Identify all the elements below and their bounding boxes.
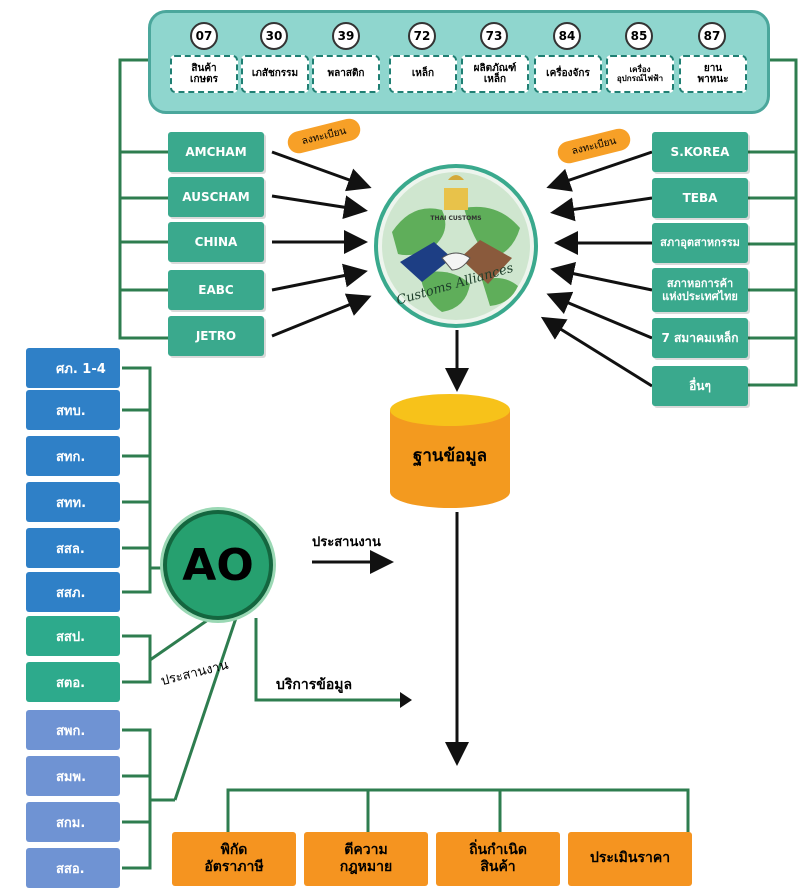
- customs-alliances-logo: THAI CUSTOMS Customs Alliances: [372, 162, 540, 330]
- partner-skorea[interactable]: S.KOREA: [652, 132, 748, 172]
- partner-steel-assoc[interactable]: 7 สมาคมเหล็ก: [652, 318, 748, 358]
- svg-text:THAI CUSTOMS: THAI CUSTOMS: [430, 215, 481, 222]
- data-service-arrowhead: [400, 692, 412, 708]
- arrow-skorea: [546, 150, 653, 192]
- arrow-others: [540, 316, 653, 388]
- globe-icon: THAI CUSTOMS Customs Alliances: [374, 164, 538, 328]
- category-chip[interactable]: เครื่อง อุปกรณ์ไฟฟ้า: [606, 55, 674, 93]
- partner-auscham[interactable]: AUSCHAM: [168, 177, 264, 217]
- office-box[interactable]: สสล.: [26, 528, 120, 568]
- office-box[interactable]: สสป.: [26, 616, 120, 656]
- category-code: 07: [190, 22, 218, 50]
- office-box[interactable]: สกม.: [26, 802, 120, 842]
- category-chip[interactable]: เภสัชกรรม: [241, 55, 309, 93]
- office-box[interactable]: สทบ.: [26, 390, 120, 430]
- partner-others[interactable]: อื่นๆ: [652, 366, 748, 406]
- category-chip[interactable]: สินค้า เกษตร: [170, 55, 238, 93]
- category-chip[interactable]: เหล็ก: [389, 55, 457, 93]
- arrow-jetro: [271, 293, 372, 338]
- category-code: 84: [553, 22, 581, 50]
- partner-jetro[interactable]: JETRO: [168, 316, 264, 356]
- category-code: 72: [408, 22, 436, 50]
- arrow-eabc: [271, 263, 368, 292]
- partner-teba[interactable]: TEBA: [652, 178, 748, 218]
- partner-china[interactable]: CHINA: [168, 222, 264, 262]
- coordinate-label: ประสานงาน: [312, 535, 381, 550]
- data-service-label: บริการข้อมูล: [276, 677, 353, 693]
- office-box[interactable]: สมพ.: [26, 756, 120, 796]
- office-box[interactable]: สสอ.: [26, 848, 120, 888]
- category-code: 73: [480, 22, 508, 50]
- partner-tcc[interactable]: สภาหอการค้า แห่งประเทศไทย: [652, 268, 748, 312]
- output-origin[interactable]: ถิ่นกำเนิด สินค้า: [436, 832, 560, 886]
- office-box[interactable]: สพก.: [26, 710, 120, 750]
- database-icon: [390, 394, 510, 508]
- arrow-auscham: [271, 194, 368, 220]
- partner-arrows: [271, 150, 653, 766]
- category-code: 85: [625, 22, 653, 50]
- arrow-teba: [550, 196, 653, 222]
- output-tariff[interactable]: พิกัด อัตราภาษี: [172, 832, 296, 886]
- category-chip[interactable]: ผลิตภัณฑ์ เหล็ก: [461, 55, 529, 93]
- category-code: 39: [332, 22, 360, 50]
- office-box[interactable]: สทท.: [26, 482, 120, 522]
- database-cylinder[interactable]: ฐานข้อมูล: [388, 392, 512, 510]
- partner-amcham[interactable]: AMCHAM: [168, 132, 264, 172]
- office-box[interactable]: สตอ.: [26, 662, 120, 702]
- ao-node[interactable]: AO: [163, 510, 273, 620]
- category-code: 30: [260, 22, 288, 50]
- office-box[interactable]: ศภ. 1-4: [26, 348, 120, 388]
- category-chip[interactable]: พลาสติก: [312, 55, 380, 93]
- category-code: 87: [698, 22, 726, 50]
- partner-fti[interactable]: สภาอุตสาหกรรม: [652, 223, 748, 263]
- category-chip[interactable]: ยาน พาหนะ: [679, 55, 747, 93]
- office-box[interactable]: สทก.: [26, 436, 120, 476]
- top-bracket-lines: [118, 58, 798, 387]
- arrow-steel: [546, 291, 653, 340]
- ao-connector-lines: [122, 366, 690, 870]
- partner-eabc[interactable]: EABC: [168, 270, 264, 310]
- arrow-amcham: [271, 150, 372, 192]
- arrow-tcc: [550, 261, 653, 292]
- output-valuation[interactable]: ประเมินราคา: [568, 832, 692, 886]
- output-legal-interpretation[interactable]: ตีความ กฎหมาย: [304, 832, 428, 886]
- office-box[interactable]: สสภ.: [26, 572, 120, 612]
- category-chip[interactable]: เครื่องจักร: [534, 55, 602, 93]
- database-label: ฐานข้อมูล: [412, 446, 487, 466]
